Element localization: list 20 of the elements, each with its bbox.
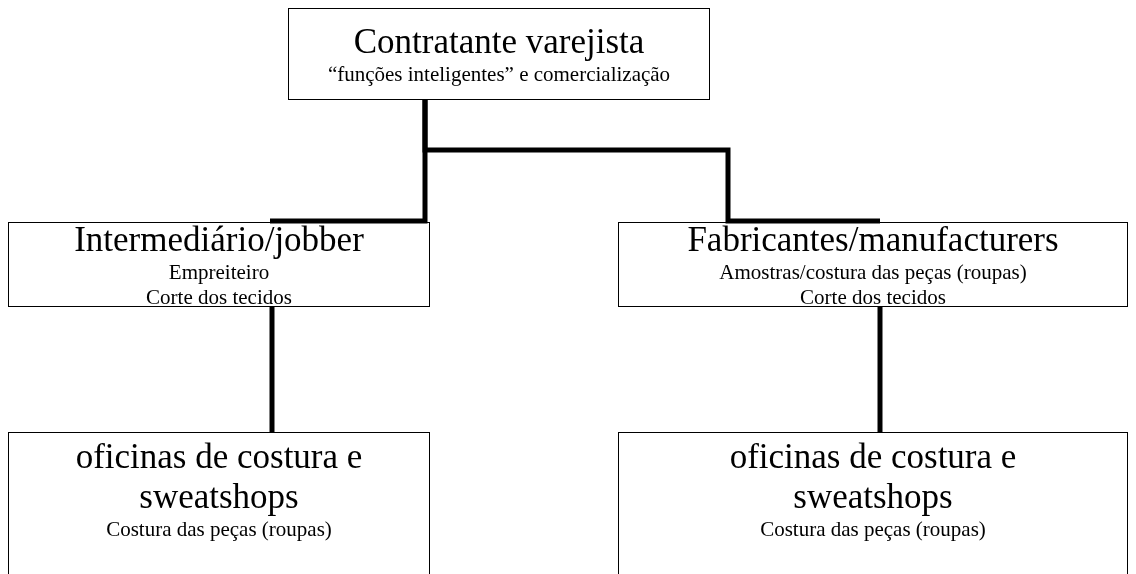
process-box bbox=[8, 432, 430, 574]
box-title: oficinas de costura e sweatshops bbox=[74, 437, 364, 517]
box-description: Corte dos tecidos bbox=[145, 284, 293, 310]
box-description: Costura das peças (roupas) bbox=[105, 517, 333, 542]
process-box bbox=[618, 432, 1128, 574]
box-description: Costura das peças (roupas) bbox=[759, 517, 987, 542]
box-description: Amostras/costura das peças (roupas) bbox=[718, 259, 1028, 285]
box-title: Intermediário/jobber bbox=[73, 219, 365, 260]
connector-line bbox=[422, 100, 880, 224]
box-title: Fabricantes/manufacturers bbox=[686, 219, 1060, 260]
box-title: Contratante varejista bbox=[352, 21, 646, 62]
connector-line bbox=[877, 307, 883, 432]
process-box bbox=[618, 222, 1128, 307]
box-title: oficinas de costura e sweatshops bbox=[728, 437, 1018, 517]
box-description: “funções inteligentes” e comercialização bbox=[326, 61, 672, 87]
box-description: Corte dos tecidos bbox=[799, 284, 947, 310]
connector-line bbox=[269, 307, 275, 432]
process-box bbox=[288, 8, 710, 100]
box-description: Empreiteiro bbox=[167, 259, 271, 285]
process-box bbox=[8, 222, 430, 307]
